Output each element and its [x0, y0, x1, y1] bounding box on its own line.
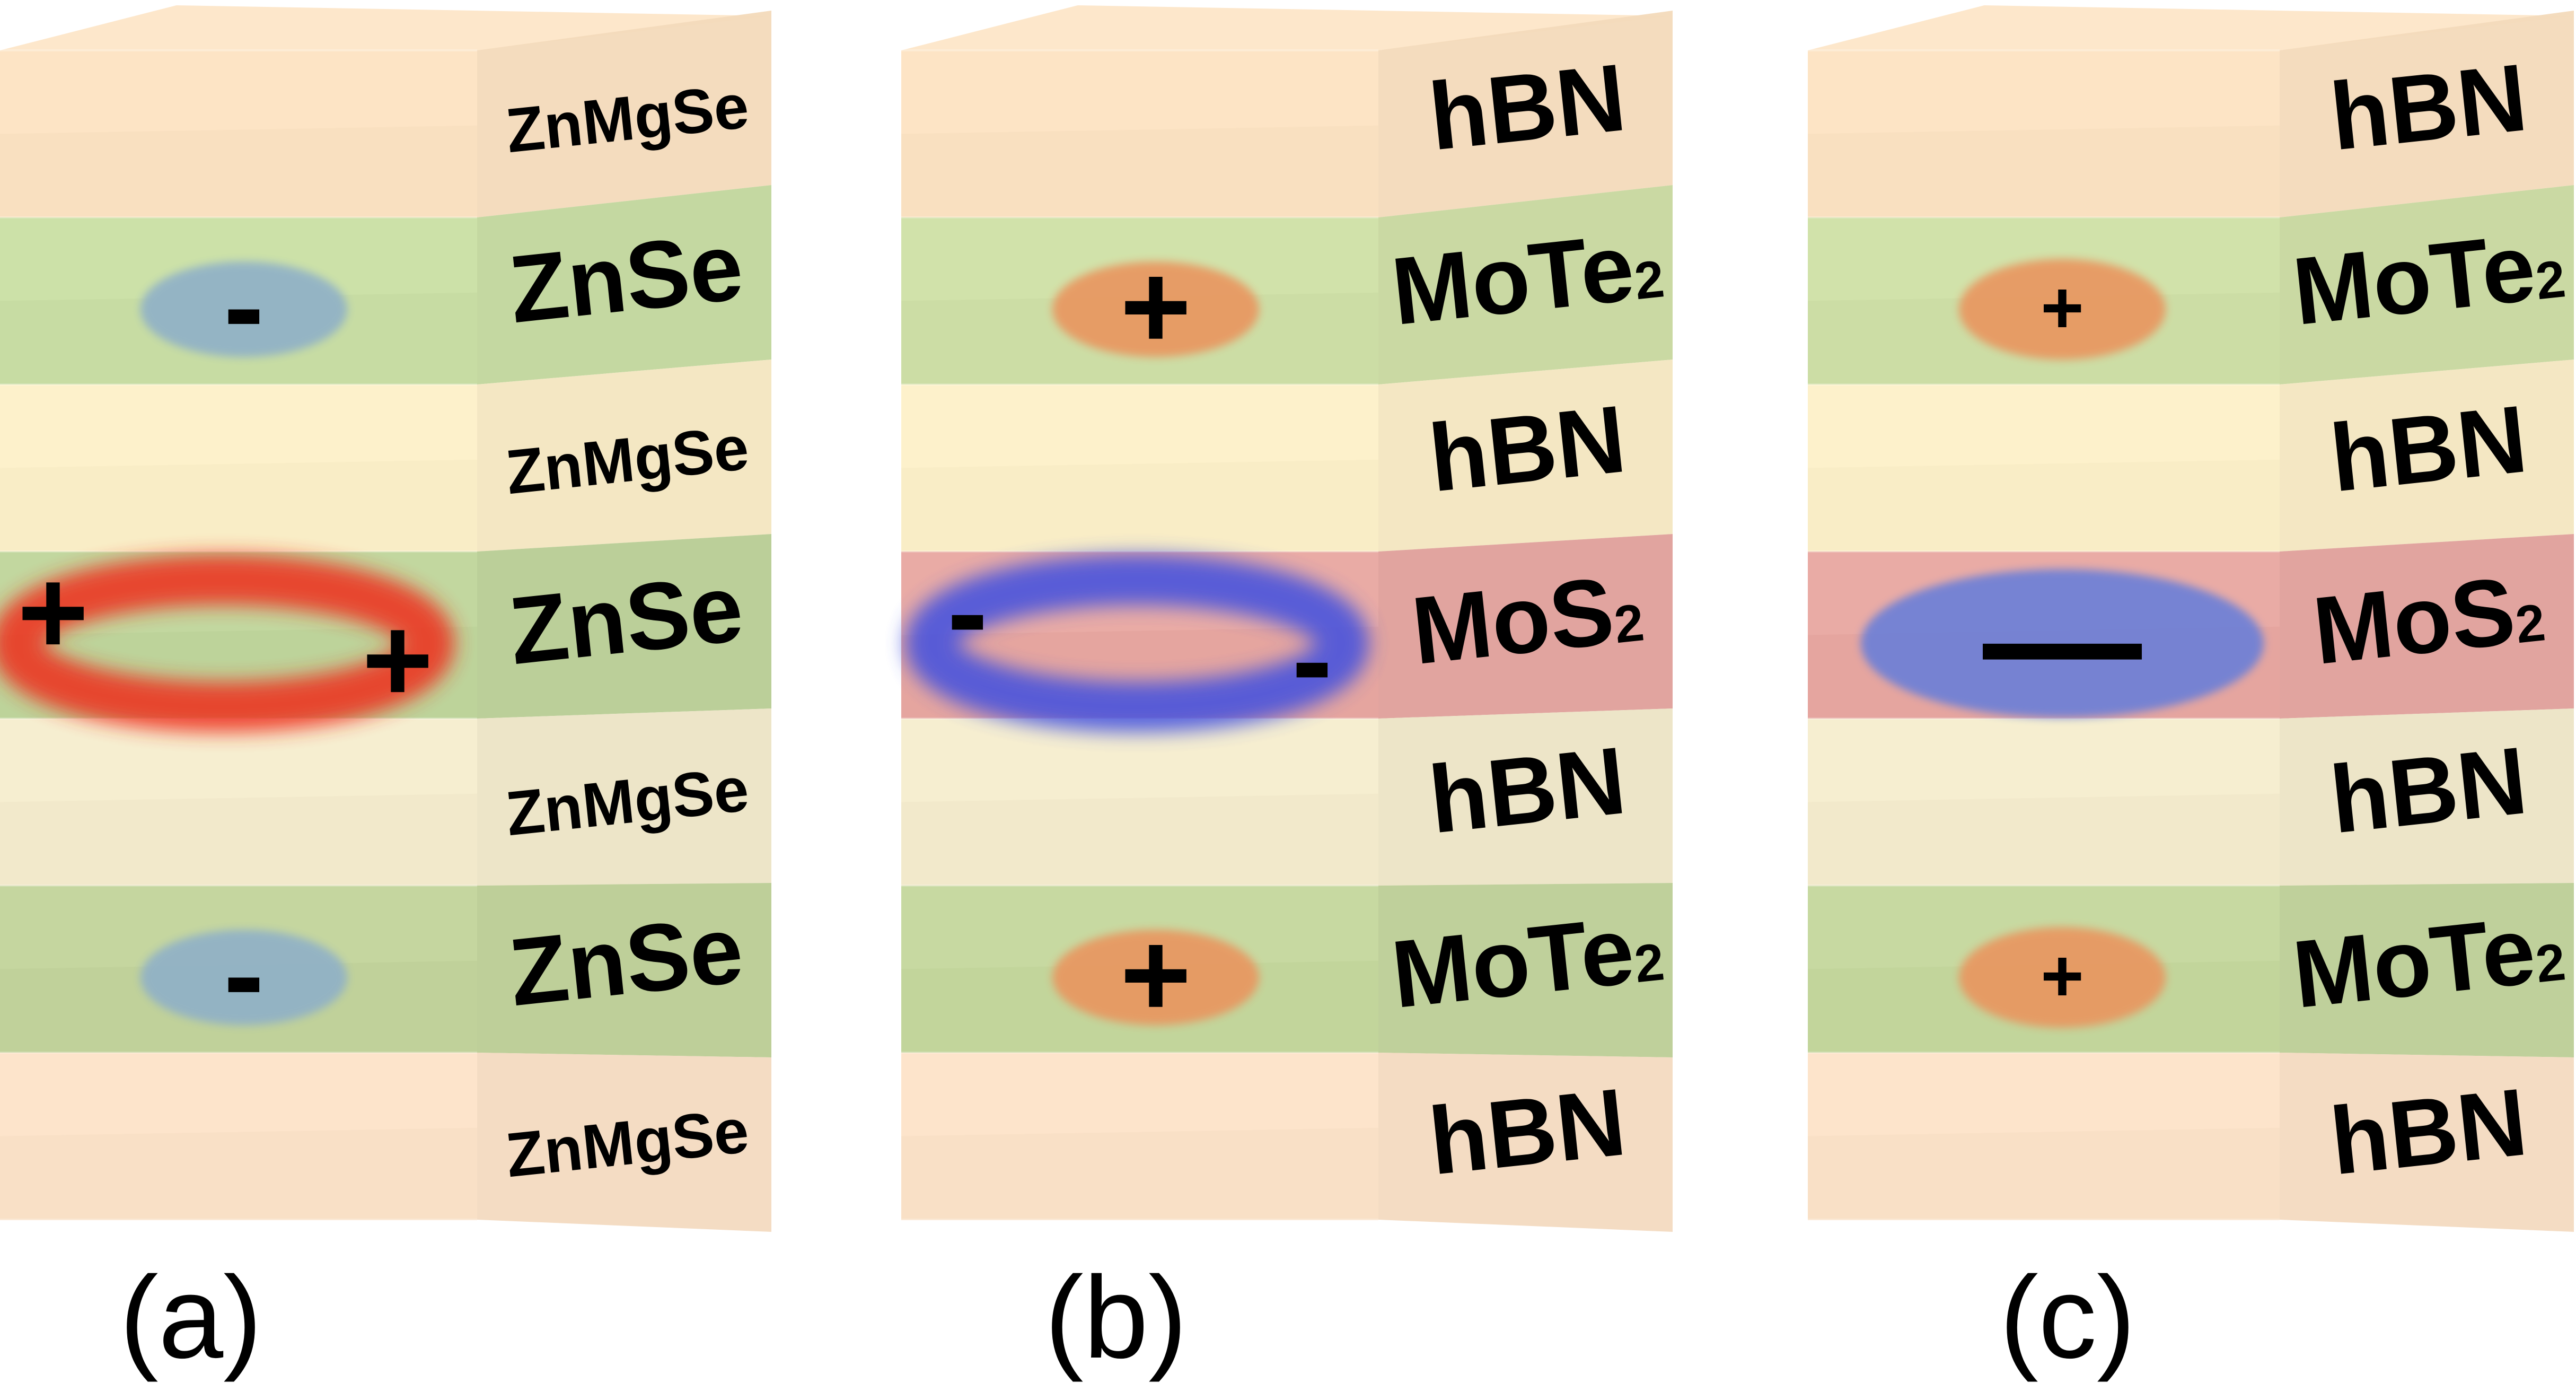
layer-label: ZnSe — [505, 213, 748, 343]
layer-depth-band — [1808, 125, 2280, 217]
charge-sign: - — [224, 906, 265, 1043]
layer-side-face — [1378, 185, 1673, 384]
panel-a: ZnMgSeZnSeZnMgSeZnSeZnMgSeZnSeZnMgSe-++-… — [0, 5, 771, 1382]
layer-side-face — [477, 360, 771, 552]
layer-depth-band — [0, 793, 477, 886]
layer-depth-band — [901, 125, 1378, 217]
charge-blob — [140, 930, 347, 1026]
charge-blob: + — [1052, 238, 1259, 374]
charge-blob — [1959, 927, 2166, 1028]
charge-sign: + — [2041, 266, 2084, 349]
layer-side-face — [1378, 1053, 1673, 1232]
layer-side-face — [477, 11, 771, 217]
layer-label: hBN — [1425, 1069, 1631, 1195]
charge-blob: - — [140, 906, 347, 1043]
charge-sign: - — [224, 238, 265, 374]
layer-label: hBN — [1425, 44, 1631, 171]
panels-root: ZnMgSeZnSeZnMgSeZnSeZnMgSeZnSeZnMgSe-++-… — [0, 5, 2574, 1382]
layer-side-face — [2280, 708, 2574, 886]
layer-side-face — [2280, 360, 2574, 552]
layer-side-face — [1378, 11, 1673, 217]
layer-side-face — [1378, 360, 1673, 552]
layer-depth-band — [0, 125, 477, 217]
layer-depth-band — [901, 793, 1378, 886]
layer-side-face — [1378, 708, 1673, 886]
layer-label: MoS2 — [1407, 555, 1648, 685]
stack-top-face — [0, 5, 771, 50]
charge-sign: + — [1120, 238, 1191, 374]
layer-label: hBN — [2326, 727, 2532, 854]
layer-side-face — [2280, 1053, 2574, 1232]
panel-label: (a) — [120, 1252, 262, 1382]
charge-blob-small: + — [1959, 927, 2166, 1028]
charge-blob — [1861, 569, 2264, 718]
charge-sign-left: - — [947, 544, 988, 680]
charge-ring: ++ — [0, 544, 455, 732]
charge-sign: — — [1983, 550, 2142, 728]
charge-blob: + — [1052, 906, 1259, 1043]
layer-depth-band — [1808, 1127, 2280, 1220]
charge-blob-small: + — [1959, 259, 2166, 360]
layer-depth-band — [901, 1127, 1378, 1220]
charge-ring — [905, 554, 1369, 732]
layer-side-face — [2280, 11, 2574, 217]
stack-top-face — [901, 5, 1673, 50]
layer-label: MoTe2 — [1387, 894, 1668, 1028]
panel-c: hBN MoTe2 hBN MoS2 hBN MoTe2 hBN + — + (c) — [1808, 5, 2574, 1382]
charge-sign-right: - — [1292, 591, 1333, 728]
layer-label: hBN — [2326, 386, 2532, 512]
charge-ring — [0, 554, 455, 732]
charge-sign-right: + — [362, 591, 433, 728]
layer-label: MoS2 — [2308, 555, 2549, 685]
layer-side-face — [1378, 883, 1673, 1057]
layer-depth-band — [1808, 793, 2280, 886]
layer-side-face — [2280, 185, 2574, 384]
charge-blob — [1052, 930, 1259, 1026]
charge-blob — [140, 261, 347, 357]
layer-side-face — [2280, 883, 2574, 1057]
layer-depth-band — [1808, 459, 2280, 552]
layer-side-face — [1378, 534, 1673, 719]
layer-depth-band — [0, 1127, 477, 1220]
layer-side-face — [477, 185, 771, 384]
charge-blob: - — [140, 238, 347, 374]
layer-side-face — [477, 1053, 771, 1232]
layer-label: hBN — [2326, 1069, 2532, 1195]
layer-side-face — [2280, 534, 2574, 719]
charge-sign: + — [2041, 934, 2084, 1017]
stack-top-face — [1808, 5, 2574, 50]
panel-label: (b) — [1045, 1252, 1188, 1382]
layer-label: MoTe2 — [1387, 211, 1668, 345]
layer-label: hBN — [1425, 727, 1631, 854]
charge-blob — [1959, 259, 2166, 360]
layer-label: MoTe2 — [2288, 211, 2569, 345]
panel-label: (c) — [2000, 1252, 2136, 1382]
charge-ring: -- — [905, 544, 1369, 732]
charge-blob — [1052, 261, 1259, 357]
layer-label: ZnSe — [505, 554, 748, 685]
layer-label: ZnSe — [505, 896, 748, 1026]
layer-side-face — [477, 708, 771, 886]
layer-depth-band — [0, 459, 477, 552]
layer-label: hBN — [2326, 44, 2532, 171]
charge-sign-left: + — [17, 544, 89, 680]
layer-label: hBN — [1425, 386, 1631, 512]
layer-label: MoTe2 — [2288, 894, 2569, 1028]
layer-depth-band — [901, 459, 1378, 552]
charge-blob-large: — — [1861, 550, 2264, 728]
layer-side-face — [477, 534, 771, 719]
charge-sign: + — [1120, 906, 1191, 1043]
layer-side-face — [477, 883, 771, 1057]
